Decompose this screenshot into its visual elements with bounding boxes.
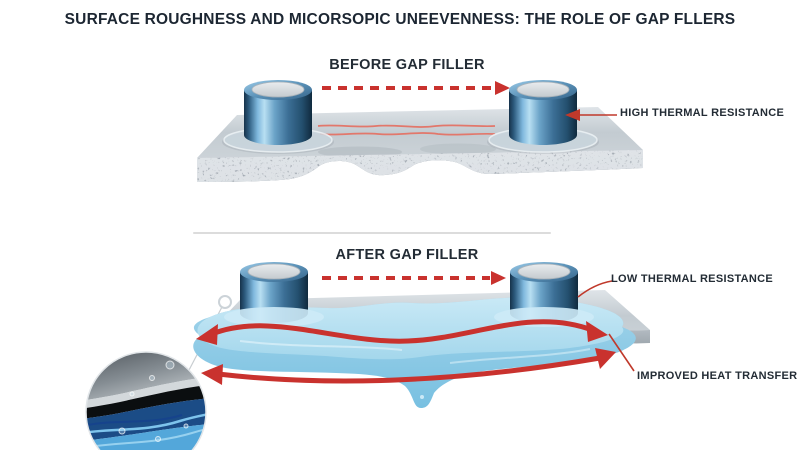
high-resistance-pointer-icon (565, 109, 617, 121)
after-dashed-arrow-icon (322, 271, 506, 285)
section-divider (193, 232, 551, 234)
improved-heat-transfer-label: IMPROVED HEAT TRANSFER (637, 370, 798, 382)
page-title: SURFACE ROUGHNESS AND MICORSOPIC UNEEVEN… (64, 11, 736, 28)
component-right (487, 80, 599, 154)
low-resistance-pointer-icon (577, 280, 613, 298)
arrow-head-icon (495, 81, 510, 95)
after-heading-block: AFTER GAP FILLER (298, 247, 516, 285)
heat-flow-arrow-lower-icon (201, 348, 616, 385)
thermal-gap-squiggles (317, 124, 496, 136)
bubbles (118, 360, 189, 442)
arrow-head-icon (491, 271, 506, 285)
before-dashed-arrow-icon (322, 81, 510, 95)
dash-line (322, 86, 494, 90)
improved-heat-pointer-icon (608, 333, 635, 372)
component-left (222, 80, 334, 154)
before-heading-block: BEFORE GAP FILLER (298, 57, 516, 95)
after-heading: AFTER GAP FILLER (335, 247, 479, 263)
zoom-origin-marker (218, 295, 232, 309)
low-thermal-resistance-label: LOW THERMAL RESISTANCE (611, 273, 774, 285)
magnifier-inset (85, 351, 207, 450)
component-left (224, 262, 324, 327)
high-thermal-resistance-label: HIGH THERMAL RESISTANCE (620, 107, 785, 119)
after-illustration (85, 262, 650, 450)
before-heading: BEFORE GAP FILLER (329, 57, 485, 73)
heat-flow-arrow-upper-icon (196, 319, 608, 345)
dash-line (322, 276, 490, 280)
before-illustration (197, 80, 643, 182)
surface-depression (420, 143, 496, 155)
